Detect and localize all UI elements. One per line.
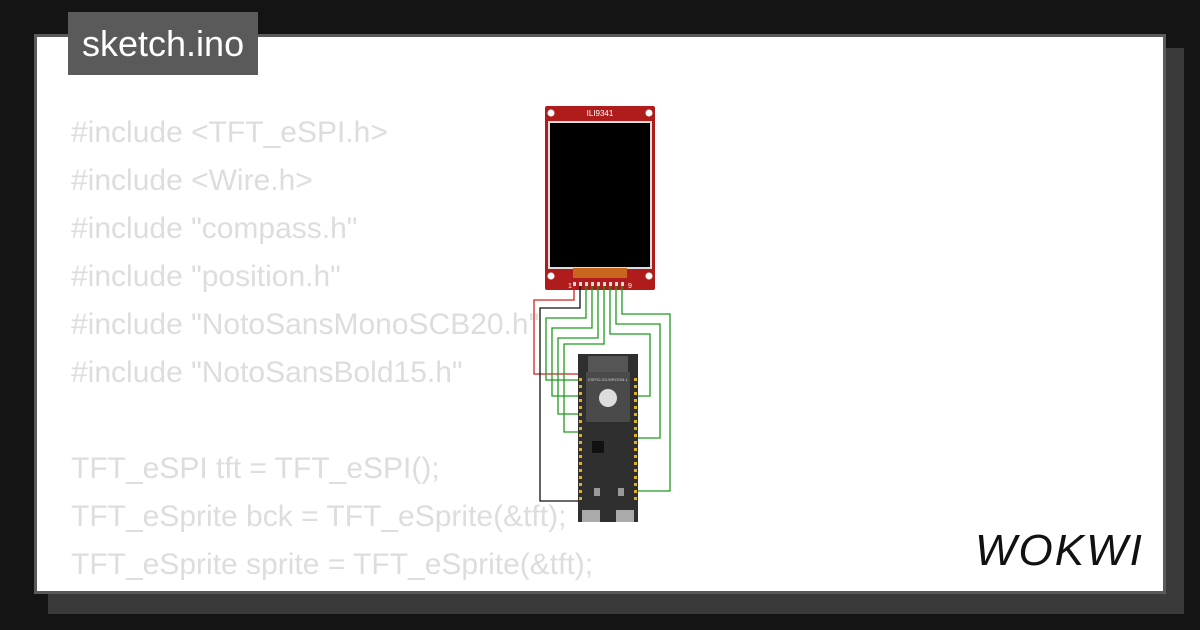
wire-signal[interactable] bbox=[557, 286, 599, 415]
espressif-logo-icon bbox=[599, 389, 617, 407]
wokwi-logo[interactable]: WOKWI bbox=[975, 526, 1144, 575]
display-model-label: ILI9341 bbox=[587, 109, 614, 118]
ribbon-connector bbox=[573, 268, 627, 278]
chip-label: ESP32-S3-WROOM-1 bbox=[588, 377, 629, 382]
tft-display[interactable]: ILI9341 1 9 bbox=[545, 106, 655, 290]
wire-signal[interactable] bbox=[615, 286, 661, 439]
reset-button[interactable] bbox=[618, 488, 624, 496]
usb-chip bbox=[592, 441, 604, 453]
circuit-diagram: ILI9341 1 9 ESP32-S3-WROOM-1 bbox=[533, 106, 671, 522]
mount-hole-icon bbox=[547, 109, 555, 117]
pin-label-last: 9 bbox=[628, 283, 632, 290]
display-pin-header bbox=[573, 282, 624, 286]
wire-signal[interactable] bbox=[563, 286, 605, 433]
antenna-area bbox=[588, 356, 628, 372]
wire-signal[interactable] bbox=[621, 286, 671, 492]
esp32-board[interactable]: ESP32-S3-WROOM-1 bbox=[578, 354, 638, 522]
wire-signal[interactable] bbox=[609, 286, 651, 397]
screen bbox=[550, 123, 650, 267]
wire-ground[interactable] bbox=[539, 286, 582, 502]
wire-power[interactable] bbox=[533, 286, 582, 375]
mount-hole-icon bbox=[547, 272, 555, 280]
pin-header-left bbox=[579, 378, 582, 500]
mount-hole-icon bbox=[645, 109, 653, 117]
pin-label-first: 1 bbox=[568, 283, 572, 290]
code-line: TFT_eSprite sprite = TFT_eSprite(&tft); bbox=[71, 548, 594, 581]
pin-header-right bbox=[634, 378, 637, 500]
wire-signal[interactable] bbox=[551, 286, 593, 397]
code-line: TFT_eSprite needle = TFT_eSprite(&tft); bbox=[71, 589, 610, 591]
usb-port-right[interactable] bbox=[616, 510, 634, 522]
mount-hole-icon bbox=[645, 272, 653, 280]
project-title[interactable]: sketch.ino bbox=[68, 12, 259, 75]
usb-port-left[interactable] bbox=[582, 510, 600, 522]
wires bbox=[533, 286, 671, 502]
boot-button[interactable] bbox=[594, 488, 600, 496]
